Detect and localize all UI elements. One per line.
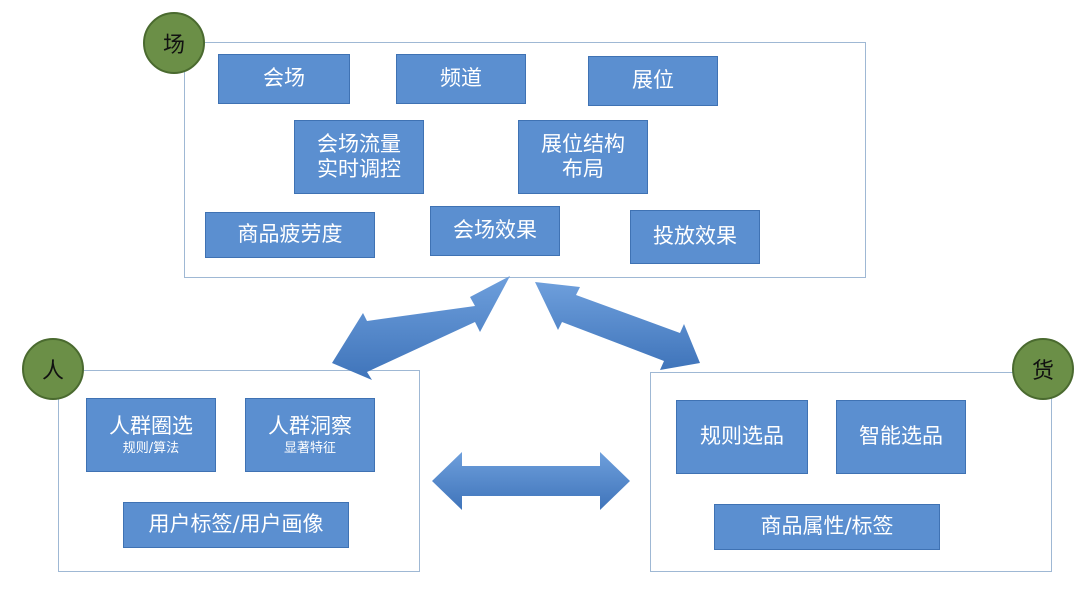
venue-effect-box: 会场效果 bbox=[430, 206, 560, 256]
slot-layout-line1: 展位结构 bbox=[541, 131, 625, 156]
slot-label: 展位 bbox=[632, 68, 674, 93]
rule-select-label: 规则选品 bbox=[700, 424, 784, 449]
slot-layout-box: 展位结构 布局 bbox=[518, 120, 648, 194]
crowd-insight-sub: 显著特征 bbox=[283, 440, 336, 456]
field-badge: 场 bbox=[143, 12, 205, 74]
venue-label: 会场 bbox=[263, 66, 305, 91]
venue-box: 会场 bbox=[218, 54, 350, 104]
field-people-arrow bbox=[332, 276, 510, 380]
attributes-label: 商品属性/标签 bbox=[760, 514, 894, 539]
attributes-box: 商品属性/标签 bbox=[714, 504, 940, 550]
smart-select-box: 智能选品 bbox=[836, 400, 966, 474]
crowd-select-box: 人群圈选 规则/算法 bbox=[86, 398, 216, 472]
people-goods-arrow bbox=[432, 452, 630, 510]
crowd-insight-label: 人群洞察 bbox=[268, 413, 352, 438]
delivery-effect-box: 投放效果 bbox=[630, 210, 760, 264]
crowd-select-label: 人群圈选 bbox=[109, 413, 193, 438]
goods-badge: 货 bbox=[1012, 338, 1074, 400]
user-tags-label: 用户标签/用户画像 bbox=[148, 512, 324, 537]
channel-label: 频道 bbox=[440, 66, 482, 91]
people-badge: 人 bbox=[22, 338, 84, 400]
crowd-insight-box: 人群洞察 显著特征 bbox=[245, 398, 375, 472]
field-goods-arrow bbox=[535, 282, 700, 370]
fatigue-box: 商品疲劳度 bbox=[205, 212, 375, 258]
slot-layout-line2: 布局 bbox=[562, 157, 604, 181]
traffic-control-box: 会场流量 实时调控 bbox=[294, 120, 424, 194]
traffic-control-line2: 实时调控 bbox=[317, 157, 401, 181]
venue-effect-label: 会场效果 bbox=[453, 218, 537, 243]
traffic-control-line1: 会场流量 bbox=[317, 131, 401, 156]
channel-box: 频道 bbox=[396, 54, 526, 104]
smart-select-label: 智能选品 bbox=[859, 424, 943, 449]
fatigue-label: 商品疲劳度 bbox=[237, 222, 343, 247]
delivery-effect-label: 投放效果 bbox=[653, 224, 737, 249]
rule-select-box: 规则选品 bbox=[676, 400, 808, 474]
crowd-select-sub: 规则/算法 bbox=[122, 440, 180, 456]
slot-box: 展位 bbox=[588, 56, 718, 106]
user-tags-box: 用户标签/用户画像 bbox=[123, 502, 349, 548]
